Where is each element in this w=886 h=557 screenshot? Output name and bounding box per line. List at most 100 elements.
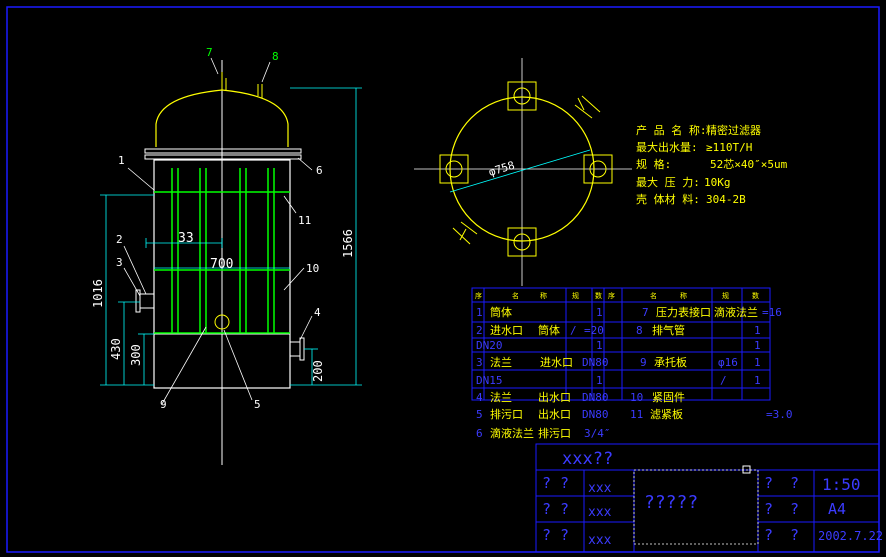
table-cell: 压力表接口 <box>656 305 711 319</box>
table-cell: 滤紧板 <box>650 407 683 421</box>
table-cell: / <box>570 324 577 337</box>
table-cell: / <box>720 374 727 387</box>
table-cell: 滴液法兰 <box>490 426 534 440</box>
table-cell: 1 <box>476 306 483 319</box>
spec-label-4: 壳 体材 料: <box>636 192 700 206</box>
title-row-q1: ? <box>542 500 551 518</box>
table-header-2: 称 <box>540 291 547 300</box>
table-cell: DN80 <box>582 408 609 421</box>
spec-label-3: 最大 压 力: <box>636 175 700 189</box>
table-header-5: 序 <box>608 291 615 300</box>
table-cell: DN15 <box>476 374 503 387</box>
table-header-4: 数 <box>595 291 602 300</box>
callout-1: 1 <box>118 154 125 167</box>
title-right-q1: ? <box>764 500 773 518</box>
callout-5: 5 <box>254 398 261 411</box>
plan-nozzle-right <box>583 154 613 184</box>
callout-11: 11 <box>298 214 311 227</box>
table-cell: 3/4″ <box>584 427 611 440</box>
table-cell: 承托板 <box>654 355 687 369</box>
plan-nozzle-top <box>507 81 537 111</box>
title-row-q2: ? <box>560 526 569 544</box>
dim-430: 430 <box>109 338 123 360</box>
spec-value-3: 10Kg <box>704 176 731 189</box>
plan-nozzle-left <box>439 154 469 184</box>
table-cell: 3 <box>476 356 483 369</box>
plan-diameter-label: φ758 <box>487 159 516 179</box>
parts-table: 序 名 称 规 数 序 名 称 规 数 1 筒体 1 7 压力表接口 滴液法兰 … <box>471 287 793 440</box>
table-header-0: 序 <box>475 291 482 300</box>
table-cell: 法兰 <box>490 390 512 404</box>
title-row-name: xxx <box>588 533 612 548</box>
dim-700: 700 <box>210 257 233 272</box>
table-cell: 排气管 <box>652 323 685 337</box>
spec-label-2: 规 格: <box>636 157 671 171</box>
inlet-nozzle <box>139 293 155 309</box>
callout-3: 3 <box>116 256 123 269</box>
table-cell: =16 <box>762 306 782 319</box>
body-flange <box>144 148 302 154</box>
spec-block: 产 品 名 称: 精密过滤器 最大出水量: ≥110T/H 规 格: 52芯×4… <box>636 123 788 206</box>
callout-9: 9 <box>160 398 167 411</box>
title-row-name: xxx <box>588 505 612 520</box>
table-cell: 筒体 <box>538 323 560 337</box>
table-cell: φ16 <box>718 356 738 369</box>
table-cell: 排污口 <box>538 426 571 440</box>
callout-2: 2 <box>116 233 123 246</box>
table-cell: 1 <box>754 356 761 369</box>
drawing-date: 2002.7.22 <box>818 529 883 543</box>
table-cell: 1 <box>596 306 603 319</box>
spec-value-2: 52芯×40″×5um <box>710 157 788 171</box>
title-row-q1: ? <box>542 474 551 492</box>
title-row-name: xxx <box>588 481 612 496</box>
spec-value-1: ≥110T/H <box>706 141 752 154</box>
table-cell: 出水口 <box>538 390 571 404</box>
outlet-port-5 <box>214 314 230 330</box>
dim-1566: 1566 <box>341 229 355 258</box>
title-right-q2: ? <box>790 500 799 518</box>
title-right-q1: ? <box>764 526 773 544</box>
table-header-3: 规 <box>572 291 579 300</box>
table-cell: =3.0 <box>766 408 793 421</box>
dim-33: 33 <box>178 231 194 246</box>
table-cell: 筒体 <box>490 305 512 319</box>
table-cell: 1 <box>596 374 603 387</box>
table-cell: 紧固件 <box>652 391 685 404</box>
title-block: xxx?? ????? ? ? xxx ? ? xxx ? ? xxx ? ? … <box>535 443 883 553</box>
filter-cartridges <box>154 168 290 334</box>
title-row-q1: ? <box>542 526 551 544</box>
table-cell: 10 <box>630 391 643 404</box>
table-cell: 11 <box>630 408 643 421</box>
table-cell: 2 <box>476 324 483 337</box>
table-cell: =20 <box>584 324 604 337</box>
outlet-nozzle <box>289 341 301 357</box>
vessel-shell <box>153 159 291 389</box>
title-right-q1: ? <box>764 474 773 492</box>
table-cell: DN20 <box>476 339 503 352</box>
table-cell: 排污口 <box>490 407 523 421</box>
callout-4: 4 <box>314 306 321 319</box>
table-cell: 8 <box>636 324 643 337</box>
title-row-q2: ? <box>560 474 569 492</box>
table-cell: 1 <box>754 324 761 337</box>
dim-300: 300 <box>129 344 143 366</box>
callout-6: 6 <box>316 164 323 177</box>
scale-value: 1:50 <box>822 475 861 494</box>
table-cell: 7 <box>642 306 649 319</box>
dim-200: 200 <box>311 360 325 382</box>
table-cell: 1 <box>596 339 603 352</box>
table-header-7: 称 <box>680 291 687 300</box>
table-cell: 滴液法兰 <box>714 305 758 319</box>
plan-view: φ758 <box>414 58 632 286</box>
spec-value-0: 精密过滤器 <box>706 123 761 137</box>
table-cell: 进水口 <box>490 324 523 337</box>
drawing-border <box>6 6 880 553</box>
dim-1016: 1016 <box>91 279 105 308</box>
plan-vessel-circle <box>449 96 595 242</box>
table-cell: 法兰 <box>490 355 512 369</box>
callout-8: 8 <box>272 50 279 63</box>
drawing-title: xxx?? <box>562 449 613 469</box>
table-cell: 1 <box>754 339 761 352</box>
